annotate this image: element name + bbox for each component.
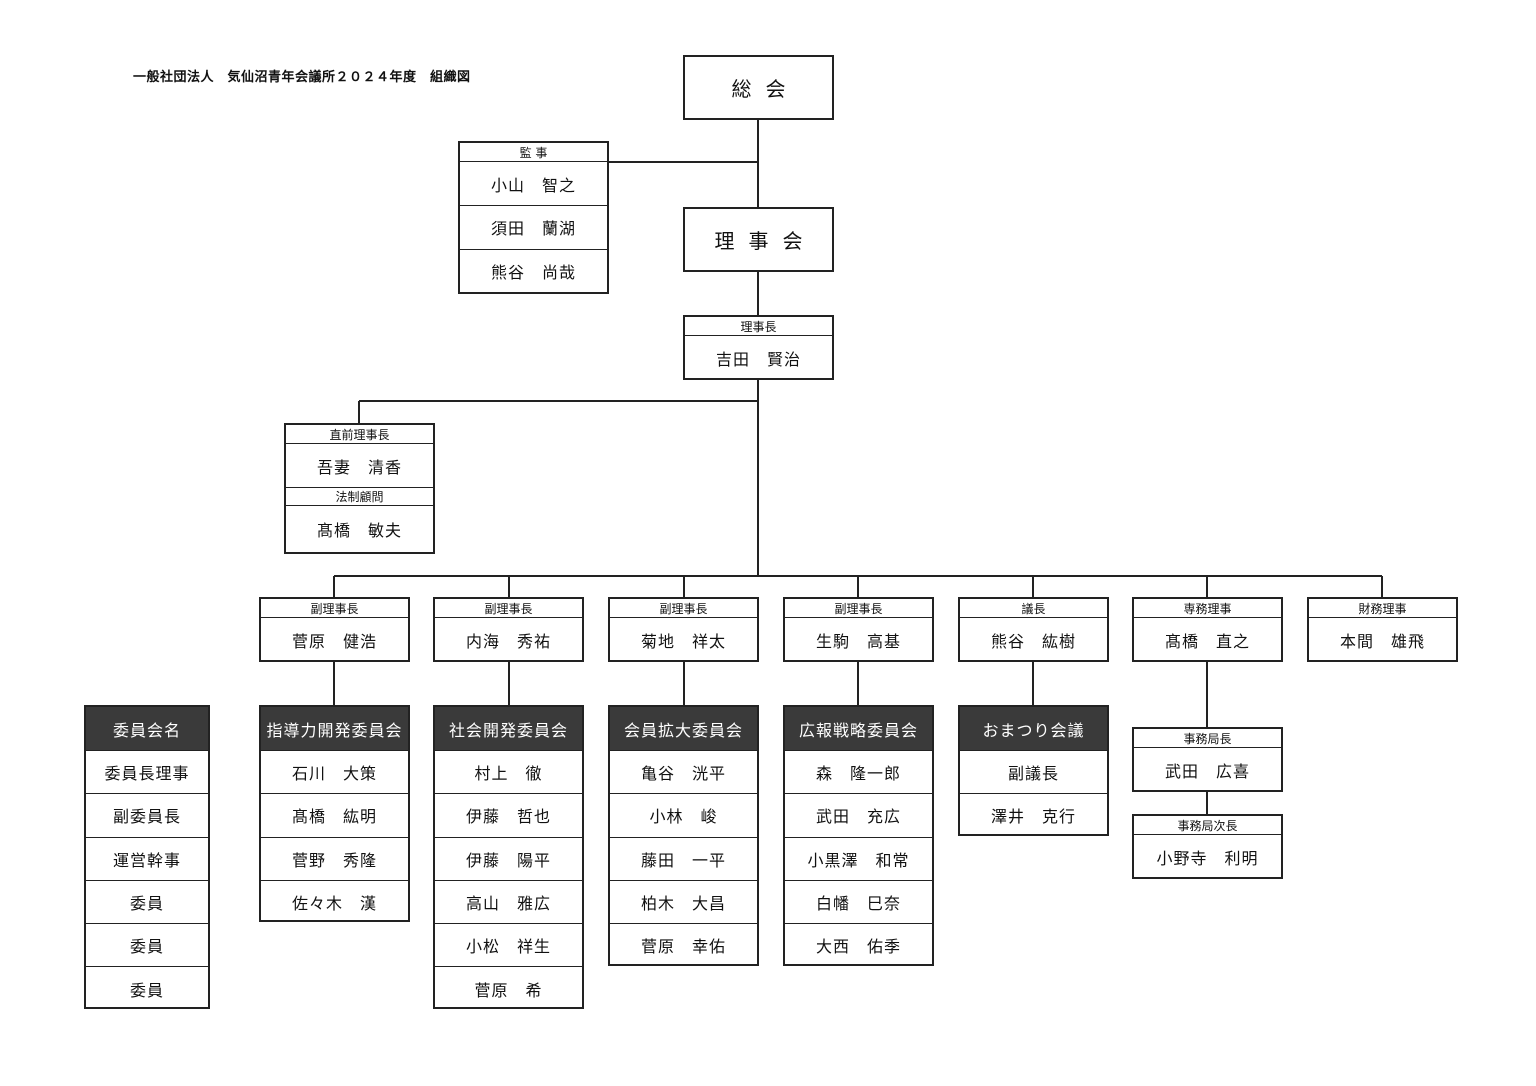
auditor-name: 須田 蘭湖 [460, 205, 607, 248]
auditor-label: 監 事 [460, 143, 607, 162]
committee-member: 白幡 巳奈 [785, 879, 932, 923]
committee-member: 伊藤 陽平 [435, 836, 582, 880]
page-title: 一般社団法人 気仙沼青年会議所２０２４年度 組織図 [133, 70, 471, 85]
officer-role: 財務理事 [1309, 599, 1456, 618]
legal-advisor-role: 法制顧問 [286, 487, 433, 506]
officer-name: 菅原 健浩 [291, 631, 377, 651]
committee-member: 森 隆一郎 [785, 750, 932, 793]
committee-box: おまつり会議 副議長 澤井 克行 [958, 705, 1109, 836]
committee-member: 藤田 一平 [610, 836, 757, 880]
auditor-name: 熊谷 尚哉 [460, 248, 607, 292]
legend-row: 委員 [86, 966, 208, 1009]
committee-member: 小松 祥生 [435, 923, 582, 966]
officer-box: 専務理事 髙橋 直之 [1132, 597, 1283, 662]
officer-role: 副理事長 [610, 599, 757, 618]
secretariat-box: 事務局長 武田 広喜 [1132, 727, 1283, 792]
committee-member: 高山 雅広 [435, 879, 582, 923]
officer-name: 本間 雄飛 [1339, 631, 1425, 651]
officer-name: 菊地 祥太 [640, 631, 726, 651]
officer-name: 生駒 高基 [815, 631, 901, 651]
past-president-name: 吾妻 清香 [316, 457, 402, 477]
committee-head: 指導力開発委員会 [261, 707, 408, 750]
committee-box: 社会開発委員会 村上 徹 伊藤 哲也 伊藤 陽平 高山 雅広 小松 祥生 菅原 … [433, 705, 584, 1009]
committee-member: 村上 徹 [435, 750, 582, 793]
committee-member: 菅原 希 [435, 966, 582, 1009]
committee-member: 澤井 克行 [960, 793, 1107, 836]
officer-name: 内海 秀祐 [465, 631, 551, 651]
secretariat-name: 小野寺 利明 [1156, 848, 1259, 868]
past-president-role: 直前理事長 [286, 425, 433, 444]
officer-box: 副理事長 菊地 祥太 [608, 597, 759, 662]
secretariat-role: 事務局長 [1134, 729, 1281, 748]
legend-row: 委員長理事 [86, 750, 208, 793]
committee-member: 武田 充広 [785, 793, 932, 836]
committee-member: 副議長 [960, 750, 1107, 793]
committee-member: 大西 佑季 [785, 923, 932, 966]
committee-member: 菅原 幸佑 [610, 923, 757, 966]
committee-head: 会員拡大委員会 [610, 707, 757, 750]
committee-box: 指導力開発委員会 石川 大策 髙橋 紘明 菅野 秀隆 佐々木 漢 [259, 705, 410, 922]
committee-member: 伊藤 哲也 [435, 793, 582, 836]
board-box: 理事会 [683, 207, 834, 272]
legend-head: 委員会名 [86, 707, 208, 750]
committee-member: 小林 峻 [610, 793, 757, 836]
legend-row: 副委員長 [86, 793, 208, 836]
officer-role: 議長 [960, 599, 1107, 618]
secretariat-role: 事務局次長 [1134, 816, 1281, 835]
committee-member: 髙橋 紘明 [261, 793, 408, 836]
general-assembly-box: 総会 [683, 55, 834, 120]
officer-box: 財務理事 本間 雄飛 [1307, 597, 1458, 662]
legend-row: 運営幹事 [86, 836, 208, 880]
committee-box: 会員拡大委員会 亀谷 洸平 小林 峻 藤田 一平 柏木 大昌 菅原 幸佑 [608, 705, 759, 966]
officer-box: 副理事長 菅原 健浩 [259, 597, 410, 662]
committee-member: 菅野 秀隆 [261, 836, 408, 880]
president-box: 理事長 吉田 賢治 [683, 315, 834, 380]
committee-member: 柏木 大昌 [610, 879, 757, 923]
committee-member: 佐々木 漢 [261, 879, 408, 923]
committee-member: 小黒澤 和常 [785, 836, 932, 880]
officer-box: 副理事長 内海 秀祐 [433, 597, 584, 662]
president-name: 吉田 賢治 [715, 349, 801, 369]
committee-member: 亀谷 洸平 [610, 750, 757, 793]
committee-head: 広報戦略委員会 [785, 707, 932, 750]
president-role: 理事長 [685, 317, 832, 336]
secretariat-box: 事務局次長 小野寺 利明 [1132, 814, 1283, 879]
legend-row: 委員 [86, 879, 208, 923]
officer-box: 議長 熊谷 紘樹 [958, 597, 1109, 662]
past-president-box: 直前理事長 吾妻 清香 法制顧問 髙橋 敏夫 [284, 423, 435, 554]
auditor-name: 小山 智之 [490, 175, 576, 195]
officer-role: 副理事長 [261, 599, 408, 618]
officer-name: 髙橋 直之 [1164, 631, 1250, 651]
auditor-box: 監 事 小山 智之 須田 蘭湖 熊谷 尚哉 [458, 141, 609, 294]
legend-row: 委員 [86, 923, 208, 966]
officer-role: 専務理事 [1134, 599, 1281, 618]
committee-head: 社会開発委員会 [435, 707, 582, 750]
secretariat-name: 武田 広喜 [1164, 761, 1250, 781]
legend-box: 委員会名 委員長理事 副委員長 運営幹事 委員 委員 委員 [84, 705, 210, 1009]
legal-advisor-name: 髙橋 敏夫 [316, 520, 402, 540]
officer-name: 熊谷 紘樹 [990, 631, 1076, 651]
officer-role: 副理事長 [435, 599, 582, 618]
officer-box: 副理事長 生駒 高基 [783, 597, 934, 662]
officer-role: 副理事長 [785, 599, 932, 618]
committee-box: 広報戦略委員会 森 隆一郎 武田 充広 小黒澤 和常 白幡 巳奈 大西 佑季 [783, 705, 934, 966]
committee-head: おまつり会議 [960, 707, 1107, 750]
committee-member: 石川 大策 [261, 750, 408, 793]
